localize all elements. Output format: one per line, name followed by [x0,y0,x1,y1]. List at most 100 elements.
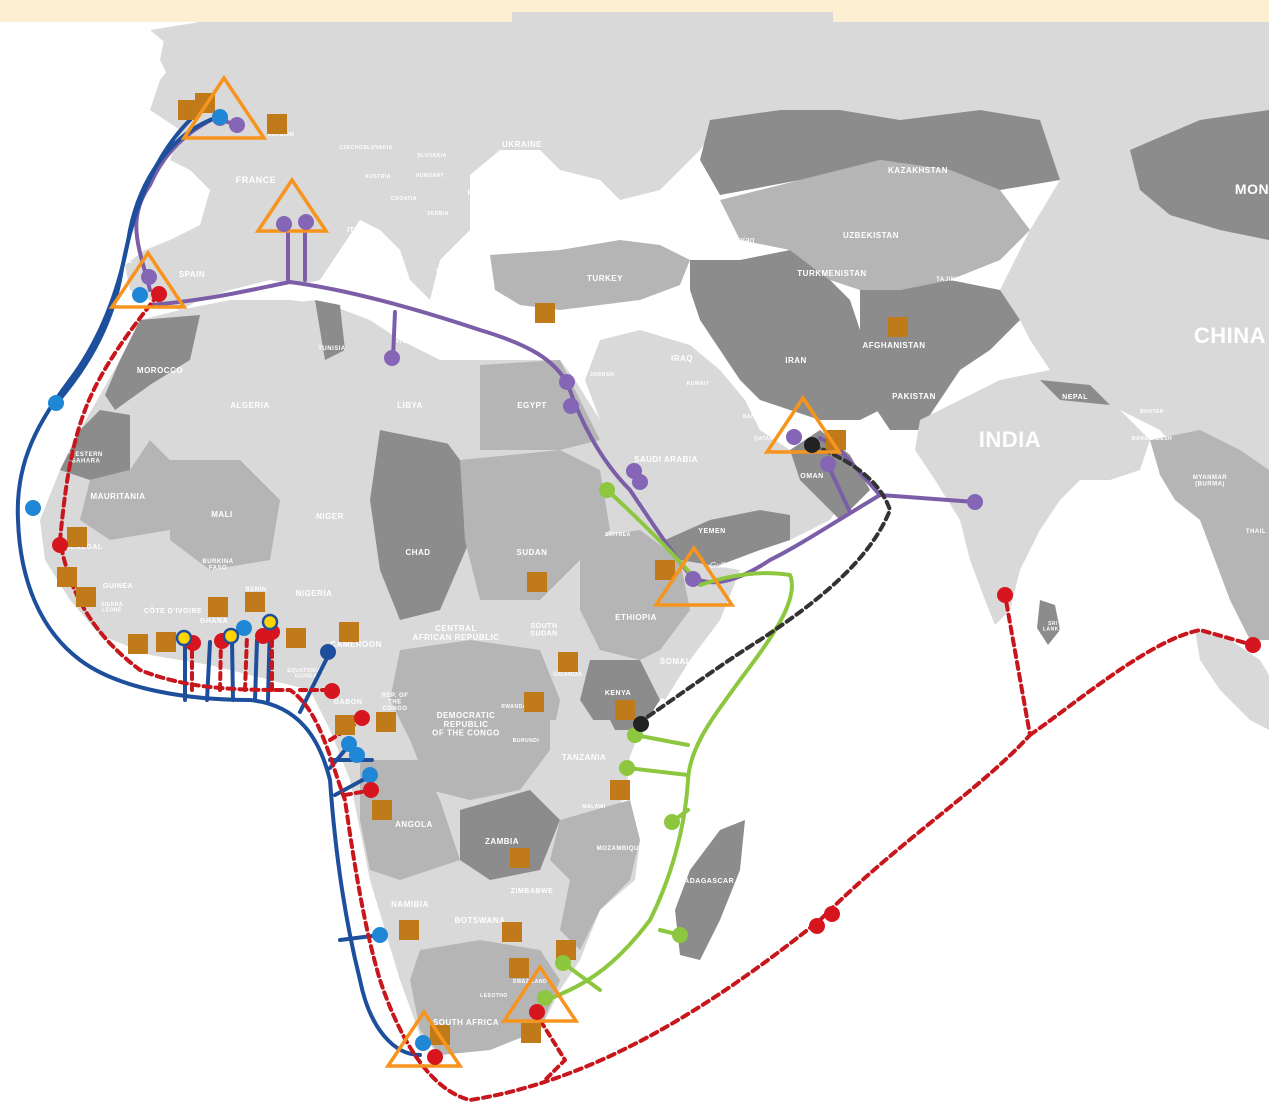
landing-square [76,587,96,607]
hub-triangle [652,544,736,607]
country-label: ETHIOPIA [615,613,657,622]
country-label: ISRAEL [563,346,584,352]
country-label: MOZAMBIQUE [597,846,644,852]
country-label: MALI [211,510,233,519]
country-label: EGYPT [517,401,547,410]
cable-purple-main [148,280,977,585]
landing-dot [619,760,635,776]
landing-dot [563,398,579,414]
landing-square [156,632,176,652]
country-label: FRANCE [236,175,277,185]
landing-dot [997,587,1013,603]
country-label: MADAGASCAR [678,878,734,885]
country-label: CAMEROON [330,640,382,649]
landing-dot [824,906,840,922]
land-angola [360,760,460,880]
land-chad [370,420,470,620]
land-arabia [585,330,850,570]
country-label: ROMANIA [468,190,505,197]
hub-triangle [108,249,188,309]
landing-square [339,622,359,642]
landing-square [521,1023,541,1043]
country-label: MON [1235,181,1269,197]
landing-dot [685,571,701,587]
landing-square [558,652,578,672]
country-label: AFGHANISTAN [862,341,925,350]
country-label: BANGLADESH [1132,436,1172,442]
landing-square [399,920,419,940]
landing-dot [48,395,64,411]
landing-dot [967,494,983,510]
country-label: BHUTAN [1140,409,1164,415]
landing-dot [559,374,575,390]
landing-dot [324,683,340,699]
top-banner [0,0,1269,22]
landing-squares [57,93,908,1045]
country-label: IRAN [785,356,807,365]
country-label: ANGOLA [395,820,433,829]
cable-blue-outer [53,118,192,407]
landing-dot [349,747,365,763]
country-label: SLOVAKIA [417,153,446,159]
country-label: MYANMAR(BURMA) [1193,475,1227,488]
landing-square [178,100,198,120]
hub-triangle [254,176,330,233]
country-label: UZBEKISTAN [843,231,899,240]
landing-square [372,800,392,820]
country-label: SERBIA [427,211,449,217]
country-label: NIGER [316,512,344,521]
country-label: TUNISIA [318,346,346,352]
country-label: KENYA [605,690,631,697]
country-label: CROATIA [391,196,417,202]
cable-purple-france [286,222,307,282]
country-label: ALGERIA [230,401,270,410]
landing-dot [786,429,802,445]
landing-dot-yellow [222,627,240,645]
country-label: THAIL [1246,529,1266,535]
land-se-asia [1150,430,1269,640]
country-label: SAO TOME [275,696,306,702]
country-label: LESOTHO [480,993,508,999]
country-label: QATAR [754,436,774,442]
country-label: INDIA [979,427,1041,452]
country-label: SEYCHELLES [731,758,770,764]
country-label: TURKMENISTAN [797,269,866,278]
land-libya [330,320,480,450]
country-label: CZECHOSLOVAKIA [339,145,393,151]
landing-dots [25,109,1261,1065]
hub-triangle [180,74,268,140]
country-label: ITALY [347,227,369,234]
landing-square [655,560,675,580]
landing-dot [132,287,148,303]
country-label: MAURITANIA [90,492,145,501]
land-nepal [1040,380,1110,405]
country-label: TURKEY [587,274,623,283]
hub-triangle [384,1008,464,1068]
landing-square [510,848,530,868]
landing-dot [229,117,245,133]
country-label: CHINA [1194,323,1266,348]
country-label: IRAQ [671,354,693,363]
sea-label: Mediterranean Sea [393,334,487,346]
landing-dot [809,918,825,934]
landing-dot [298,214,314,230]
landing-square [208,597,228,617]
landing-square [615,700,635,720]
country-label: SYRIA [614,318,638,325]
landing-dot [320,644,336,660]
cable-black-main [638,443,892,724]
land-iran [690,250,880,420]
landing-dot-yellow [175,629,193,647]
landing-dot [1245,637,1261,653]
country-label: SOUTH AFRICA [433,1018,499,1027]
country-label: GHANA [200,618,228,625]
land-mongolia [1130,110,1269,240]
landing-dot [25,500,41,516]
country-label: MOROCCO [137,366,183,375]
